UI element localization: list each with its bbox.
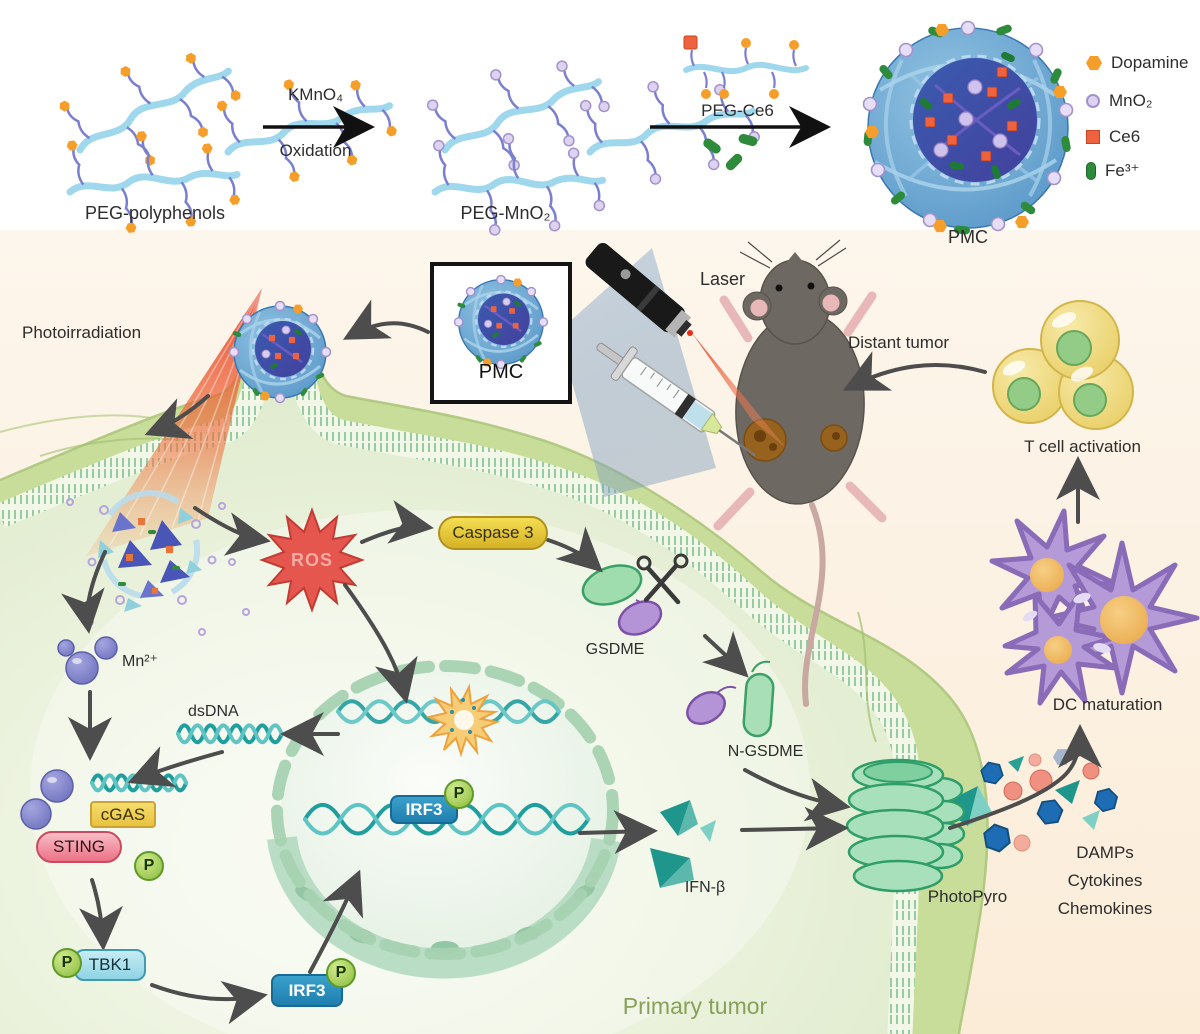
legend-item-ce6: Ce6 [1086, 126, 1140, 148]
legend-item-fe3: Fe³⁺ [1086, 160, 1139, 182]
photopyro-label: PhotoPyro [927, 887, 1008, 906]
laser-pointer [585, 242, 786, 448]
n-gsdme-fragments [686, 660, 775, 738]
ifn-beta-label: IFN-β [684, 879, 726, 896]
rod-icon [1086, 162, 1096, 180]
peg-ce6-polymer [683, 35, 809, 173]
scissors-icon [636, 553, 689, 605]
peg-polyphenols-label: PEG-polyphenols [84, 203, 226, 223]
tbk1-pill: TBK1 [74, 949, 146, 981]
dna-damage-burst [425, 683, 501, 758]
photopyro-pore [845, 758, 966, 893]
legend-label: Dopamine [1111, 53, 1189, 72]
sting-pill: STING [36, 831, 122, 863]
laser-label: Laser [700, 269, 746, 289]
pathway-arrows [61, 299, 1102, 1025]
n-gsdme-label: N-GSDME [727, 743, 804, 760]
phospho-badge-sting: P [134, 851, 164, 881]
peg-mno2-label: PEG-MnO₂ [460, 203, 551, 223]
irf3-cytoplasm-box: IRF3 [271, 974, 343, 1007]
cgas-box: cGAS [90, 801, 156, 828]
t-cells [992, 300, 1134, 430]
primary-tumor-label: Primary tumor [622, 993, 768, 1019]
legend-label: Fe³⁺ [1105, 161, 1140, 180]
mn-ion-label: Mn²⁺ [122, 653, 158, 670]
cgas-sting-spheres [20, 769, 74, 830]
oxidation-label: Oxidation [279, 141, 352, 160]
peg-ce6-label: PEG-Ce6 [701, 101, 774, 120]
phospho-badge-irf3-cytoplasm: P [326, 958, 356, 988]
pmc-inset-box [430, 262, 572, 404]
caspase3-pill: Caspase 3 [438, 516, 548, 550]
synthesis-scheme [57, 20, 1074, 236]
primary-tumor-spot [743, 418, 787, 462]
mn-ions [57, 636, 118, 685]
syringe [596, 342, 756, 457]
phospho-badge-tbk1: P [52, 948, 82, 978]
chemokines-label: Chemokines [1057, 899, 1153, 918]
pmc-inset-label: PMC [478, 361, 524, 383]
pmc-nanoparticle-large [862, 20, 1074, 235]
pmc-product-label: PMC [948, 227, 988, 247]
phospho-badge-irf3-nucleus: P [444, 779, 474, 809]
hexagon-icon [1086, 56, 1102, 70]
legend-label: MnO₂ [1109, 91, 1153, 110]
cytokines-label: Cytokines [1067, 871, 1143, 890]
legend-item-dopamine: Dopamine [1086, 52, 1189, 74]
pmc-surface-decorations [862, 20, 1074, 235]
damps-label: DAMPs [1076, 843, 1134, 862]
gsdme-label: GSDME [585, 641, 645, 658]
dc-maturation-label: DC maturation [1052, 695, 1163, 714]
distant-tumor-label: Distant tumor [848, 333, 950, 352]
gsdme-complex [581, 553, 689, 636]
photoirradiation-label: Photoirradiation [22, 323, 142, 342]
t-cell-activation-label: T cell activation [1024, 437, 1141, 456]
ifn-beta-particles [650, 800, 716, 888]
ros-label: ROS [290, 550, 333, 570]
dsdna-label: dsDNA [188, 703, 239, 720]
square-icon [1086, 130, 1100, 144]
ros-star [259, 507, 365, 613]
kmno4-label: KMnO₄ [287, 85, 344, 104]
dendritic-cells [989, 508, 1200, 706]
mouse [713, 239, 887, 707]
legend-item-mno2: MnO₂ [1086, 90, 1152, 112]
legend-label: Ce6 [1109, 127, 1141, 146]
sphere-icon [1086, 94, 1100, 108]
